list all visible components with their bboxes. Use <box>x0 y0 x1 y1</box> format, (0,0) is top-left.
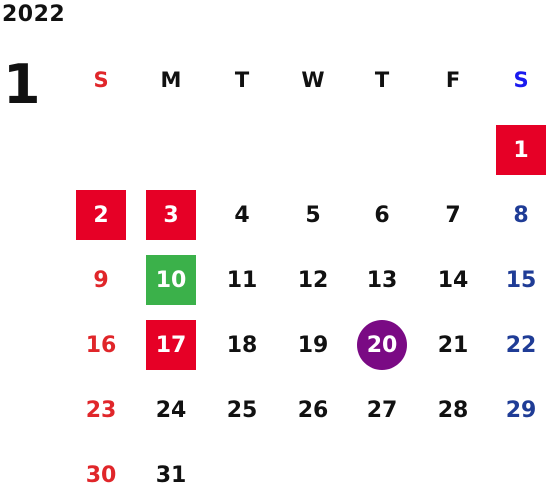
weekday-header: S <box>93 68 109 92</box>
weekday-header: F <box>445 68 461 92</box>
weekday-header: S <box>513 68 529 92</box>
day-cell-31[interactable]: 31 <box>155 462 187 488</box>
day-cell-28[interactable]: 28 <box>437 397 469 423</box>
day-cell-10[interactable]: 10 <box>146 255 196 305</box>
year-label: 2022 <box>2 2 66 27</box>
day-cell-12[interactable]: 12 <box>297 267 329 293</box>
day-cell-24[interactable]: 24 <box>155 397 187 423</box>
day-cell-20[interactable]: 20 <box>357 320 407 370</box>
day-cell-2[interactable]: 2 <box>76 190 126 240</box>
month-label: 1 <box>3 53 41 116</box>
day-cell-7[interactable]: 7 <box>445 202 461 228</box>
day-cell-6[interactable]: 6 <box>374 202 390 228</box>
day-cell-3[interactable]: 3 <box>146 190 196 240</box>
day-cell-26[interactable]: 26 <box>297 397 329 423</box>
day-cell-19[interactable]: 19 <box>297 332 329 358</box>
day-cell-15[interactable]: 15 <box>505 267 537 293</box>
day-cell-11[interactable]: 11 <box>226 267 258 293</box>
weekday-header: M <box>160 68 182 92</box>
day-cell-16[interactable]: 16 <box>85 332 117 358</box>
day-cell-18[interactable]: 18 <box>226 332 258 358</box>
day-cell-14[interactable]: 14 <box>437 267 469 293</box>
day-cell-5[interactable]: 5 <box>305 202 321 228</box>
day-cell-13[interactable]: 13 <box>366 267 398 293</box>
day-cell-27[interactable]: 27 <box>366 397 398 423</box>
day-cell-29[interactable]: 29 <box>505 397 537 423</box>
day-cell-4[interactable]: 4 <box>234 202 250 228</box>
day-cell-17[interactable]: 17 <box>146 320 196 370</box>
weekday-header: W <box>301 68 325 92</box>
weekday-header: T <box>234 68 250 92</box>
day-cell-23[interactable]: 23 <box>85 397 117 423</box>
day-cell-21[interactable]: 21 <box>437 332 469 358</box>
weekday-header: T <box>374 68 390 92</box>
day-cell-1[interactable]: 1 <box>496 125 546 175</box>
day-cell-25[interactable]: 25 <box>226 397 258 423</box>
day-cell-8[interactable]: 8 <box>513 202 529 228</box>
day-cell-22[interactable]: 22 <box>505 332 537 358</box>
day-cell-9[interactable]: 9 <box>93 267 109 293</box>
day-cell-30[interactable]: 30 <box>85 462 117 488</box>
